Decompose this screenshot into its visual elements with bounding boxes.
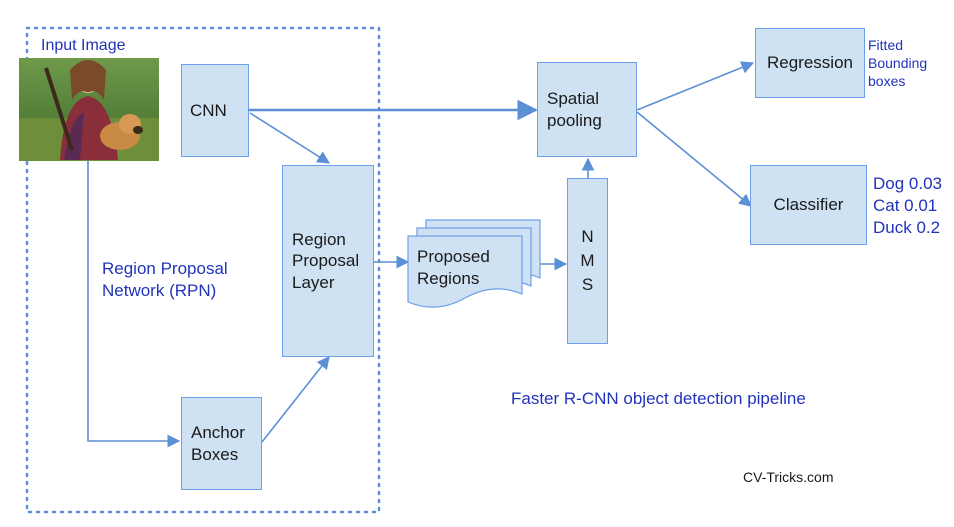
input-image-thumbnail bbox=[19, 58, 159, 161]
arrow-anchor-to-region bbox=[261, 355, 330, 443]
rpn-boundary bbox=[25, 26, 381, 514]
spatial-label-line2: pooling bbox=[547, 110, 602, 130]
proposed-regions-label: Proposed Regions bbox=[417, 246, 490, 290]
region-proposal-layer-box: Region Proposal Layer bbox=[282, 165, 374, 357]
fitted-label-line3: boxes bbox=[868, 73, 906, 89]
fitted-label-line2: Bounding bbox=[868, 55, 928, 71]
credit-label: CV-Tricks.com bbox=[743, 469, 834, 485]
anchor-label-line1: Anchor bbox=[191, 423, 245, 443]
class-scores: Dog 0.03 Cat 0.01 Duck 0.2 bbox=[873, 173, 942, 239]
arrows bbox=[87, 61, 755, 448]
spatial-pooling-box: Spatial pooling bbox=[537, 62, 637, 157]
input-image-label: Input Image bbox=[41, 37, 126, 54]
pipeline-caption: Faster R-CNN object detection pipeline bbox=[511, 389, 806, 408]
fitted-boxes-label: Fitted Bounding boxes bbox=[868, 36, 927, 90]
nms-letter-s: S bbox=[581, 275, 594, 294]
arrow-spatial-to-classifier bbox=[636, 111, 752, 207]
proposed-regions-stack bbox=[407, 219, 541, 308]
cnn-label: CNN bbox=[190, 100, 227, 120]
nms-letter-n: N bbox=[581, 227, 594, 246]
arrow-image-to-anchor bbox=[87, 161, 181, 448]
spatial-label-line1: Spatial bbox=[547, 89, 599, 109]
proposed-label-line1: Proposed bbox=[417, 247, 490, 266]
proposed-label-line2: Regions bbox=[417, 269, 480, 288]
anchor-boxes-box: Anchor Boxes bbox=[181, 397, 262, 490]
class-score-cat: Cat 0.01 bbox=[873, 196, 938, 215]
region-label-line1: Region bbox=[292, 230, 346, 250]
rpn-label-line2: Network (RPN) bbox=[102, 281, 217, 300]
class-score-duck: Duck 0.2 bbox=[873, 218, 941, 237]
arrow-spatial-to-regression bbox=[636, 61, 755, 111]
classifier-box: Classifier bbox=[750, 165, 867, 245]
rpn-label-line1: Region Proposal bbox=[102, 259, 228, 278]
class-score-dog: Dog 0.03 bbox=[873, 174, 942, 193]
arrow-cnn-to-region bbox=[249, 112, 331, 164]
regression-label: Regression bbox=[767, 53, 853, 73]
regression-box: Regression bbox=[755, 28, 865, 98]
nms-box: N M S bbox=[567, 178, 608, 344]
nms-letter-m: M bbox=[580, 251, 595, 270]
rpn-label: Region Proposal Network (RPN) bbox=[102, 258, 228, 302]
classifier-label: Classifier bbox=[773, 195, 844, 215]
fitted-label-line1: Fitted bbox=[868, 37, 904, 53]
anchor-label-line2: Boxes bbox=[191, 444, 239, 464]
region-label-line3: Layer bbox=[292, 272, 335, 292]
region-label-line2: Proposal bbox=[292, 251, 360, 271]
cnn-box: CNN bbox=[181, 64, 249, 157]
